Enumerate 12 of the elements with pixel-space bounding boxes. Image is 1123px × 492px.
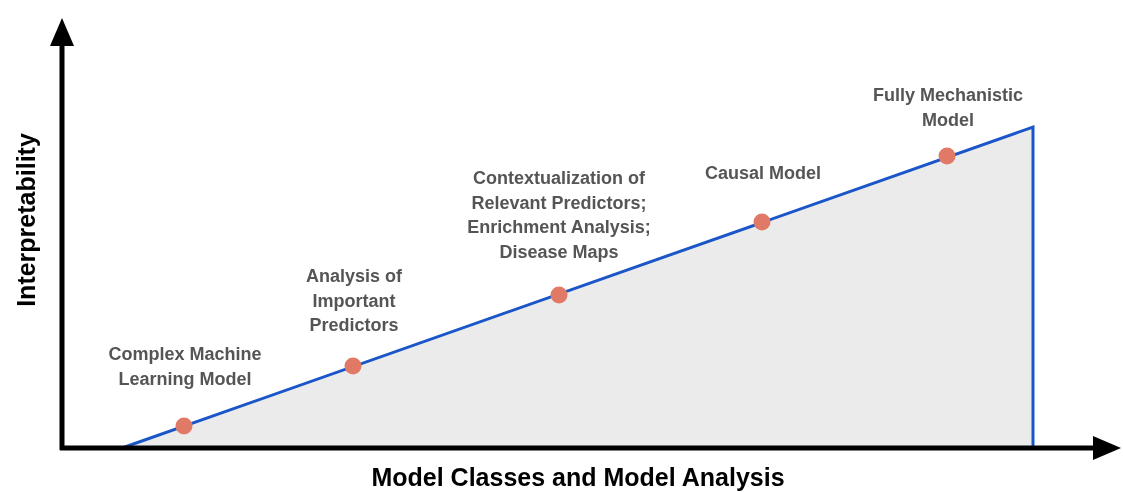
axis-title: Interpretability bbox=[11, 133, 41, 307]
data-point bbox=[753, 213, 771, 231]
data-point bbox=[344, 357, 362, 375]
point-label: Fully Mechanistic Model bbox=[871, 84, 1024, 132]
point-label: Contextualization of Relevant Predictors; Enrichment Analysis; Disease Maps bbox=[466, 167, 652, 264]
point-label: Analysis of Important Predictors bbox=[305, 265, 403, 337]
data-point bbox=[938, 147, 956, 165]
axis-title: Model Classes and Model Analysis bbox=[371, 463, 785, 492]
data-point bbox=[175, 417, 193, 435]
data-point bbox=[550, 286, 568, 304]
point-label: Complex Machine Learning Model bbox=[107, 343, 263, 391]
point-label: Causal Model bbox=[704, 162, 822, 185]
